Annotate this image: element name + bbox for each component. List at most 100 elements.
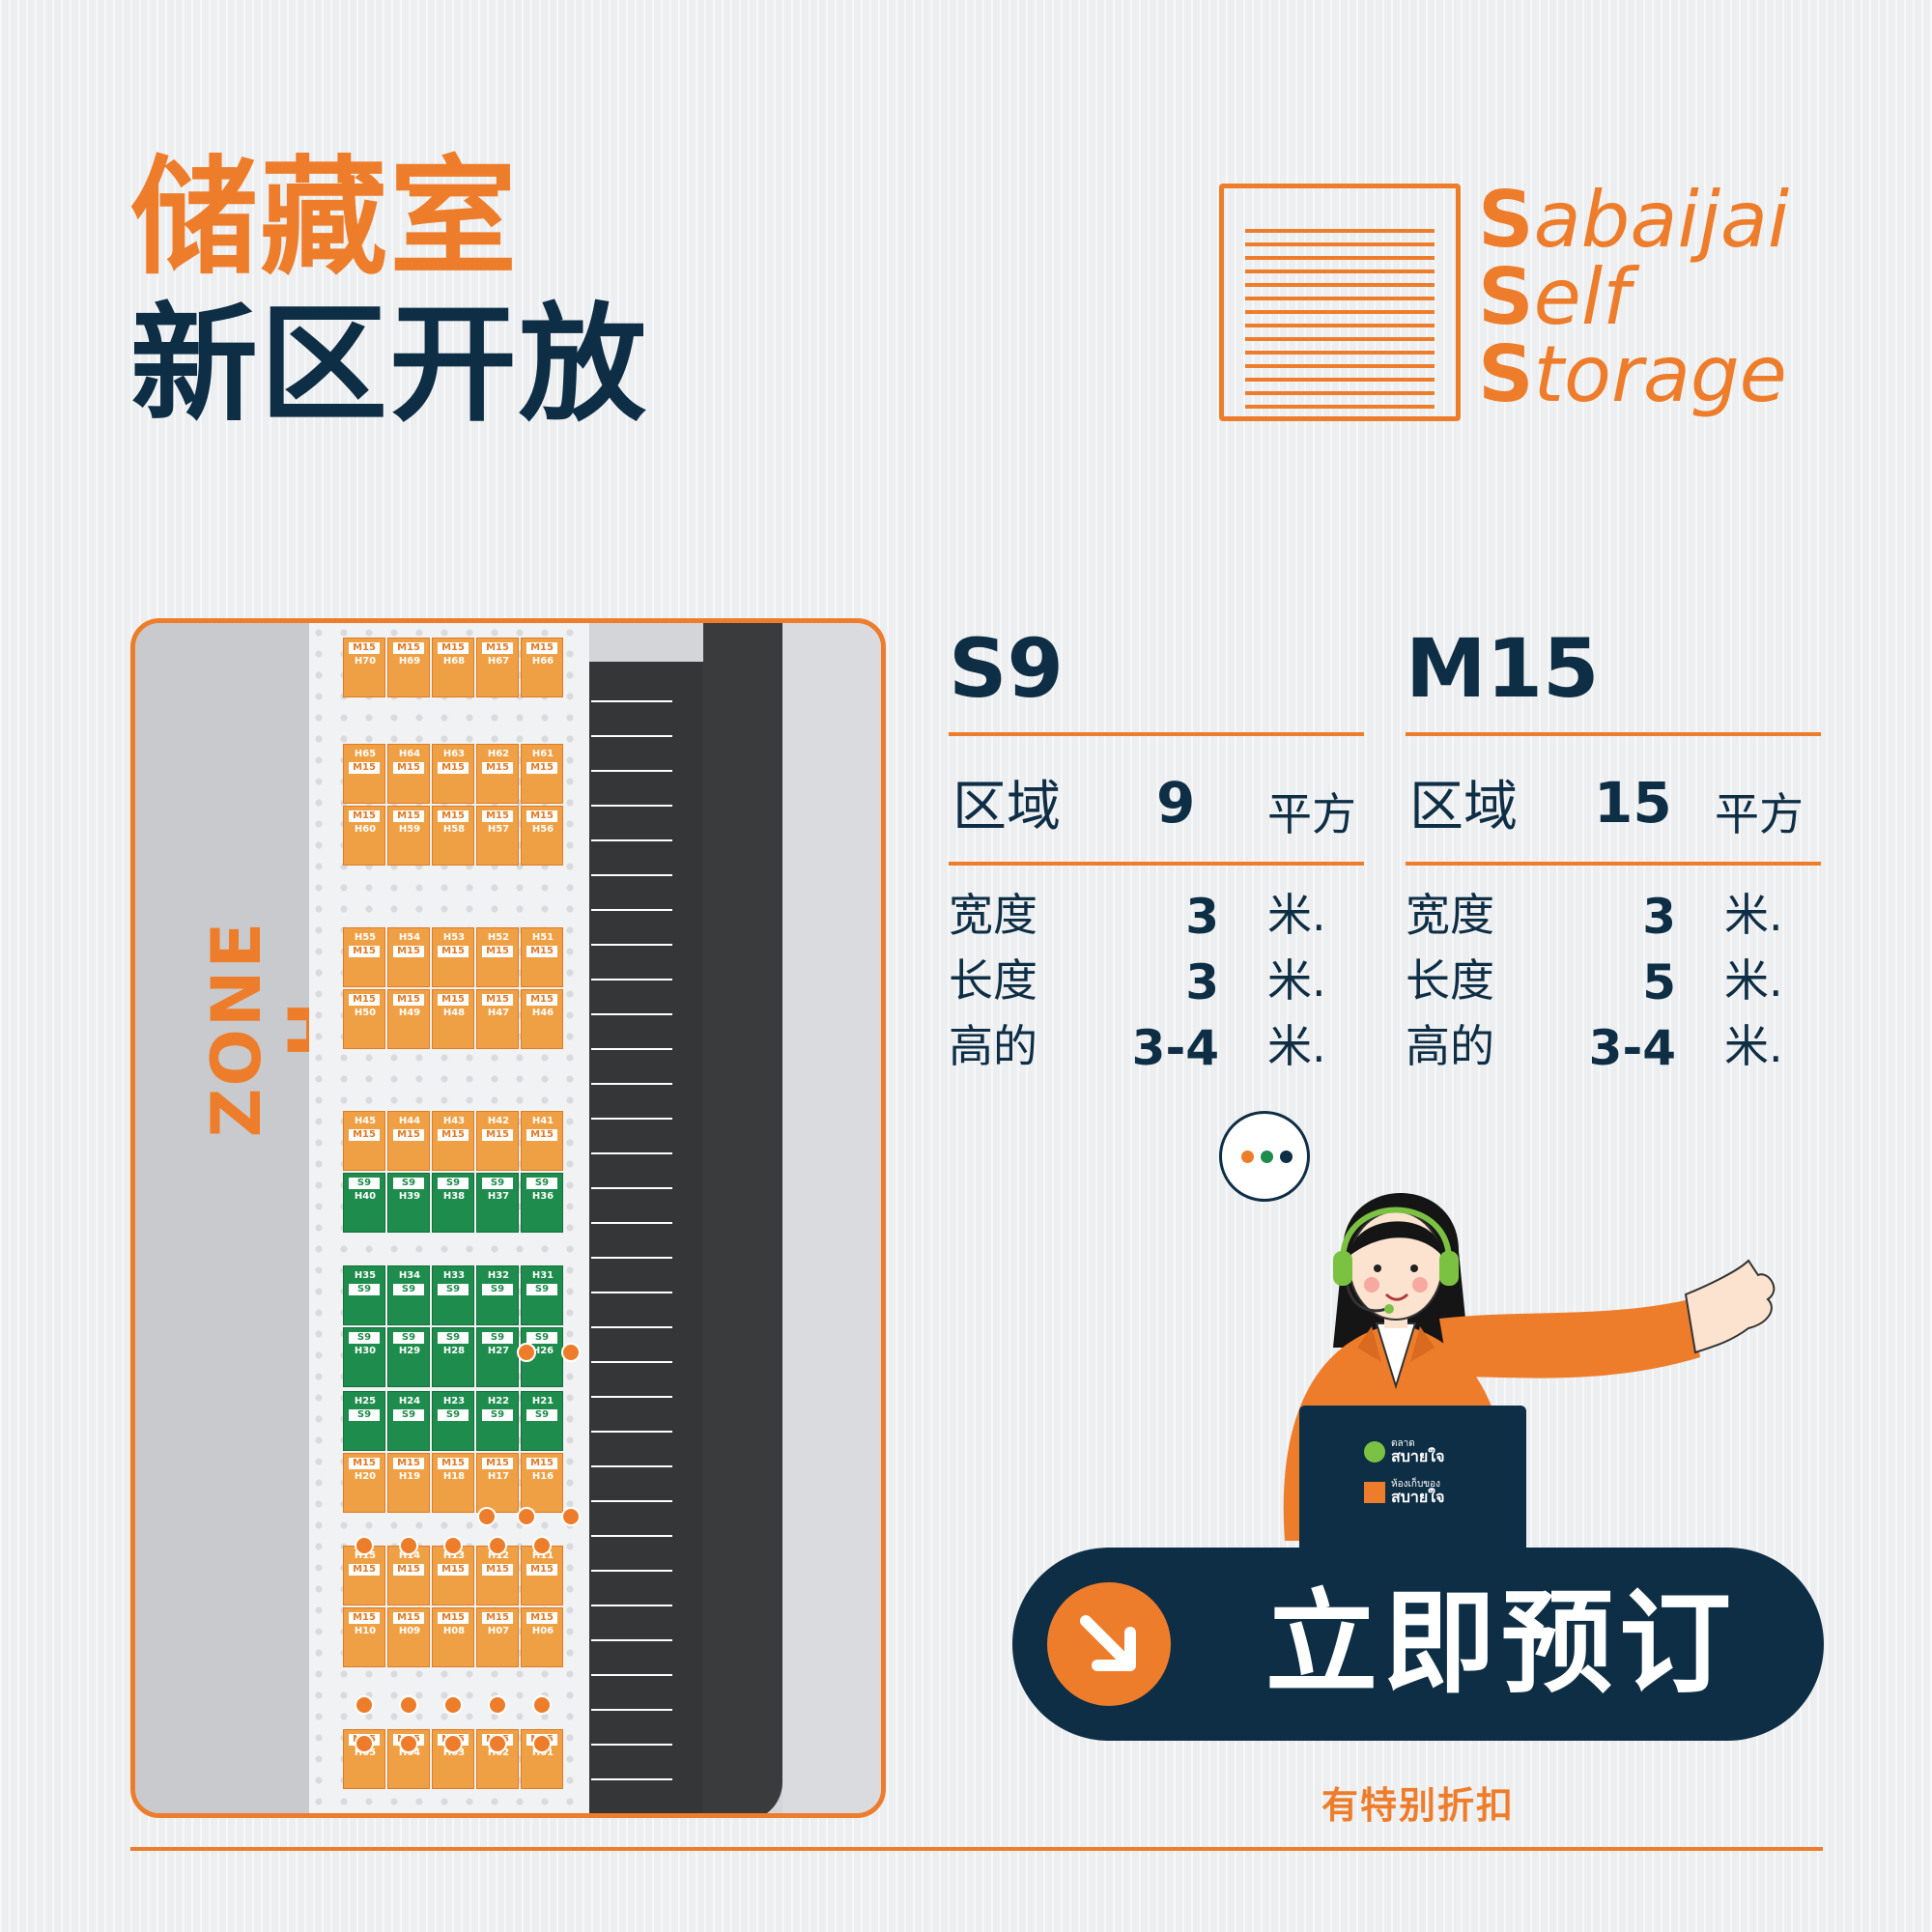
storage-door-logo-icon — [1219, 184, 1461, 421]
unit-id: H09 — [398, 1626, 421, 1636]
unit-size-tag: M15 — [349, 810, 380, 822]
unit-id: H59 — [398, 824, 421, 835]
parking-line — [591, 1674, 672, 1676]
dimension-unit: 米. — [1267, 889, 1326, 941]
unit-id: H11 — [531, 1550, 554, 1561]
headline-line2: 新区开放 — [130, 291, 648, 440]
unit-id: H27 — [487, 1346, 510, 1356]
parking-line — [591, 1500, 672, 1502]
parking-line — [591, 839, 672, 841]
book-now-button[interactable]: 立即预订 — [1012, 1548, 1824, 1741]
unit-id: H42 — [487, 1116, 510, 1126]
parking-line — [591, 1361, 672, 1363]
unit-id: H63 — [442, 749, 466, 759]
person-pin-icon — [517, 1507, 536, 1526]
dimension-value: 3 — [1642, 889, 1676, 945]
unit-size-tag: M15 — [438, 946, 469, 957]
unit-id: H64 — [398, 749, 421, 759]
parking-line — [591, 909, 672, 911]
unit-size-tag: S9 — [393, 1178, 424, 1189]
unit-size-tag: M15 — [438, 642, 469, 654]
unit-id: H06 — [531, 1626, 554, 1636]
spec-rule-mid — [949, 862, 1364, 866]
person-pin-icon — [532, 1734, 552, 1753]
book-now-label: 立即预订 — [1265, 1578, 1737, 1709]
unit-id: H52 — [487, 932, 510, 943]
person-pin-icon — [532, 1695, 552, 1715]
parking-line — [591, 874, 672, 876]
headline-line1: 储藏室 — [130, 144, 519, 293]
dimension-label: 高的 — [1406, 1020, 1494, 1072]
unit-id: H44 — [398, 1116, 421, 1126]
unit-id: H08 — [442, 1626, 466, 1636]
unit-size-tag: M15 — [349, 762, 380, 774]
unit-size-tag: S9 — [349, 1332, 380, 1344]
unit-size-tag: M15 — [526, 1458, 557, 1469]
unit-size-tag: M15 — [438, 762, 469, 774]
unit-size-tag: M15 — [349, 642, 380, 654]
